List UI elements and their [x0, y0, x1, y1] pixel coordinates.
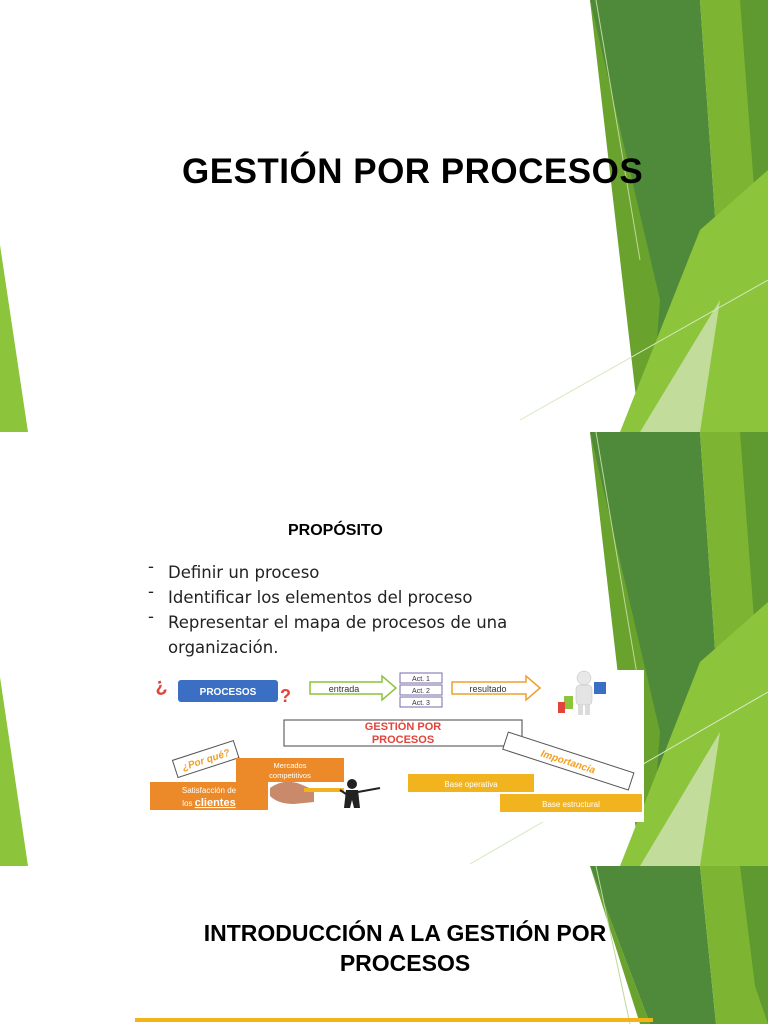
- pale-green-facet: [640, 732, 720, 866]
- hand-pulling-person-icon: [270, 779, 381, 808]
- slide-title: INTRODUCCIÓN A LA GESTIÓN POR PROCESOS: [140, 918, 670, 978]
- left-green-sliver: [0, 677, 28, 866]
- bullet-item: -Definir un proceso: [148, 557, 568, 585]
- dash-marker: -: [148, 557, 154, 576]
- activity-label: Act. 2: [412, 688, 430, 695]
- purpose-bullet-list: -Definir un proceso -Identificar los ele…: [148, 557, 568, 660]
- thin-line-b: [519, 279, 768, 421]
- mercados-line2: competitivos: [269, 771, 311, 780]
- slide-title: GESTIÓN POR PROCESOS: [182, 152, 644, 191]
- slide-1: GESTIÓN POR PROCESOS: [0, 0, 768, 432]
- bullet-text: Definir un proceso: [168, 563, 320, 582]
- process-diagram: ¿ PROCESOS ? entrada Act. 1 Act. 2 Act. …: [144, 670, 644, 822]
- gestion-title-line1: GESTIÓN POR: [365, 720, 441, 733]
- activity-label: Act. 1: [412, 676, 430, 683]
- left-green-sliver: [0, 245, 28, 432]
- shopper-figure-icon: [558, 670, 606, 715]
- green-facet-decoration: [590, 866, 768, 1024]
- light-green-facet: [620, 170, 768, 432]
- resultado-label: resultado: [469, 684, 506, 694]
- bullet-text: Representar el mapa de procesos de una o…: [168, 613, 508, 657]
- thin-line-a: [595, 866, 631, 1024]
- light-green-facet: [620, 602, 768, 866]
- base-operativa-label: Base operativa: [444, 780, 498, 789]
- activity-box: [399, 696, 443, 708]
- green-facet-decoration: [0, 0, 768, 432]
- dash-marker: -: [148, 582, 154, 601]
- thin-line-a: [595, 0, 641, 261]
- dash-marker: -: [148, 607, 154, 626]
- gestion-title-box: [283, 719, 523, 747]
- slide-2: PROPÓSITO -Definir un proceso -Identific…: [0, 432, 768, 866]
- slide-title-line2: PROCESOS: [339, 950, 471, 976]
- purpose-heading: PROPÓSITO: [288, 522, 383, 539]
- bullet-item: -Representar el mapa de procesos de una …: [148, 607, 568, 660]
- title-accent-bar: [135, 1018, 653, 1022]
- activity-box: [399, 684, 443, 696]
- procesos-label: PROCESOS: [200, 687, 257, 698]
- gestion-title-line2: PROCESOS: [372, 734, 434, 746]
- satisfaccion-line2: los clientes: [182, 797, 235, 809]
- satisfaccion-los: los: [182, 799, 194, 808]
- bullet-text: Identificar los elementos del proceso: [168, 588, 473, 607]
- base-estructural-label: Base estructural: [542, 800, 600, 809]
- resultado-arrow: [451, 674, 542, 702]
- thin-line-a: [595, 432, 641, 693]
- entrada-label: entrada: [329, 684, 360, 694]
- mid-green-facet: [590, 0, 660, 432]
- bullet-item: -Identificar los elementos del proceso: [148, 582, 568, 610]
- dark-green-facet: [590, 866, 716, 1024]
- satisfaccion-clientes: clientes: [195, 797, 236, 809]
- mercados-line1: Mercados: [274, 761, 307, 770]
- activity-box: [399, 672, 443, 684]
- question-mark-icon: ¿: [151, 673, 168, 697]
- slide-3: INTRODUCCIÓN A LA GESTIÓN POR PROCESOS: [0, 866, 768, 1024]
- mercados-box: [236, 758, 344, 782]
- base-operativa-box: [408, 774, 534, 792]
- slide-title-line1: INTRODUCCIÓN A LA GESTIÓN POR: [203, 920, 607, 946]
- pale-green-facet: [640, 300, 720, 432]
- satisfaccion-line1: Satisfacción de: [182, 786, 237, 795]
- base-estructural-box: [500, 794, 642, 812]
- question-mark-icon: ?: [280, 686, 291, 706]
- satisfaccion-box: [150, 782, 268, 810]
- activity-label: Act. 3: [412, 700, 430, 707]
- entrada-arrow: [309, 674, 398, 702]
- far-right-green-facet: [740, 866, 768, 1024]
- procesos-box: [178, 680, 278, 702]
